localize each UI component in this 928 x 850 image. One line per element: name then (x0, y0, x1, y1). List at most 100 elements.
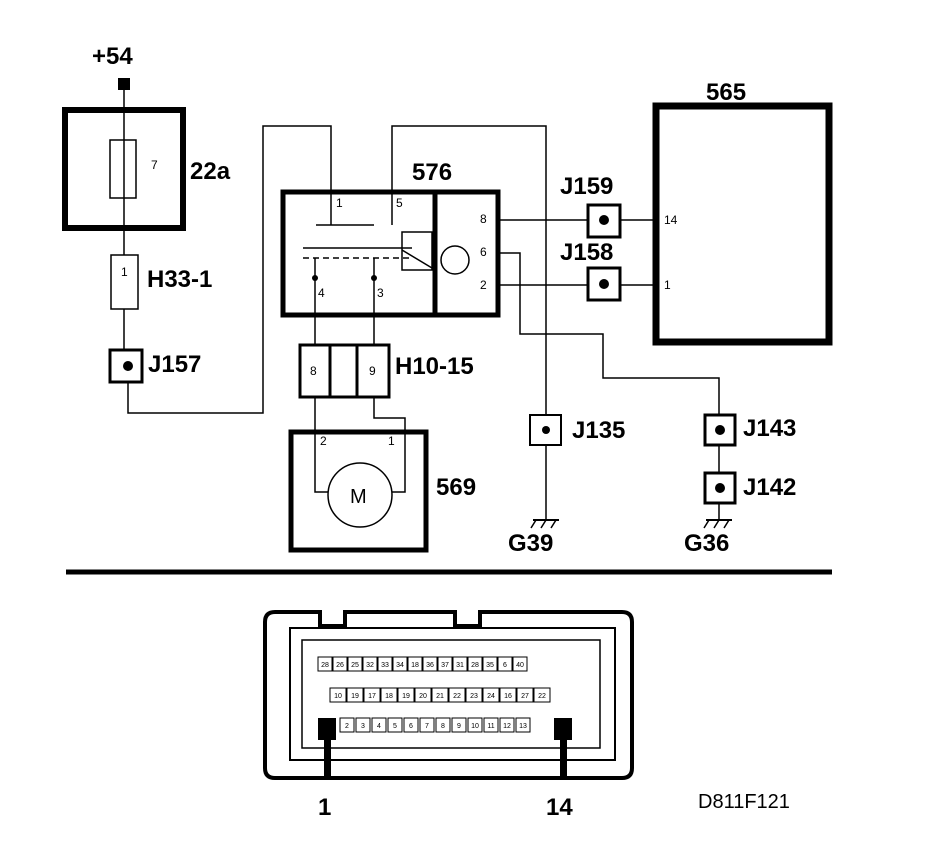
label-h33-pin: 1 (121, 265, 128, 279)
label-motor-pin1: 1 (388, 434, 395, 448)
connector-pin-label: 28 (321, 662, 329, 669)
connector-pin-label: 28 (471, 662, 479, 669)
connector-pin14-block (554, 718, 572, 740)
connector-pin-cell (317, 656, 333, 672)
connector-pin-cell (422, 656, 438, 672)
label-j135: J135 (572, 417, 625, 444)
connector-pin-cell (332, 656, 348, 672)
connector-pin-label: 25 (351, 662, 359, 669)
connector-pin-cell (467, 717, 483, 733)
label-576: 576 (412, 159, 452, 186)
connector-pin-cell (497, 656, 513, 672)
connector-pin-cell (392, 656, 408, 672)
connector-pin-cell (397, 687, 415, 703)
connector-pin-cell (371, 717, 387, 733)
connector-pin-cell (363, 687, 381, 703)
connector-pin-cell (355, 717, 371, 733)
connector-pin1-block (318, 718, 336, 740)
label-connector-pin14: 14 (546, 794, 573, 821)
connector-pin-label: 10 (334, 693, 342, 700)
connector-h33-1 (110, 254, 139, 310)
connector-pin-cell (329, 687, 347, 703)
connector-pin-label: 18 (411, 662, 419, 669)
label-j157: J157 (148, 351, 201, 378)
fuse-7 (109, 139, 137, 199)
connector-pin-cell (533, 687, 551, 703)
connector-pin-cell (467, 656, 483, 672)
connector-housing (263, 610, 634, 780)
connector-pin-cell (437, 656, 453, 672)
connector-pin-cell (448, 687, 466, 703)
connector-pin-label: 22 (538, 693, 546, 700)
label-22a: 22a (190, 158, 231, 185)
connector-pin-cell (515, 717, 531, 733)
connector-pin-label: 3 (361, 723, 365, 730)
connector-pin-cell (431, 687, 449, 703)
label-565: 565 (706, 79, 746, 106)
connector-pin-label: 32 (366, 662, 374, 669)
connector-pin-cell (512, 656, 528, 672)
connector-pin-cell (452, 656, 468, 672)
label-j158: J158 (560, 239, 613, 266)
supply-terminal-icon (118, 78, 130, 90)
junction-j157 (108, 348, 144, 384)
label-relay-pin5: 5 (396, 196, 403, 210)
connector-pin-label: 9 (457, 723, 461, 730)
connector-pin-label: 6 (409, 723, 413, 730)
label-supply: +54 (92, 43, 133, 70)
label-relay-pin8: 8 (480, 212, 487, 226)
connector-pin-cell (403, 717, 419, 733)
label-569: 569 (436, 474, 476, 501)
label-j143: J143 (743, 415, 796, 442)
connector-pin-label: 40 (516, 662, 524, 669)
connector-pin-label: 12 (503, 723, 511, 730)
label-h10-pin-right: 9 (369, 364, 376, 378)
connector-pin-cell (482, 687, 500, 703)
ground-g39-icon (530, 519, 559, 529)
label-h10-15: H10-15 (395, 353, 474, 380)
connector-pin-label: 6 (503, 662, 507, 669)
connector-pin-cell (419, 717, 435, 733)
motor-569-box (288, 429, 429, 553)
connector-pin-cell (482, 656, 498, 672)
connector-pin-cell (407, 656, 423, 672)
ecu-565 (652, 102, 833, 346)
connector-pin-cell (380, 687, 398, 703)
connector-pin-label: 16 (504, 693, 512, 700)
label-relay-pin1: 1 (336, 196, 343, 210)
connector-pin-label: 17 (368, 693, 376, 700)
connector-pin-label: 7 (425, 723, 429, 730)
connector-pin-label: 34 (396, 662, 404, 669)
connector-pin-label: 19 (402, 693, 410, 700)
diagram-code: D811F121 (698, 791, 790, 813)
connector-pin-label: 24 (487, 693, 495, 700)
connector-pin-label: 10 (471, 723, 479, 730)
connector-pin-cell (347, 656, 363, 672)
motor-m (327, 462, 393, 528)
connector-pin-label: 13 (519, 723, 527, 730)
ground-g36-icon (703, 519, 732, 529)
connector-h10-15 (298, 343, 391, 399)
label-relay-pin2: 2 (480, 278, 487, 292)
connector-pin-cell (465, 687, 483, 703)
label-g39: G39 (508, 530, 553, 557)
connector-pin-cell (339, 717, 355, 733)
label-relay-pin3: 3 (377, 286, 384, 300)
connector-pin-label: 22 (453, 693, 461, 700)
label-relay-pin4: 4 (318, 286, 325, 300)
connector-pin-label: 21 (436, 693, 444, 700)
connector-pin-label: 23 (470, 693, 478, 700)
connector-pin-label: 27 (521, 693, 529, 700)
connector-pin-label: 33 (381, 662, 389, 669)
label-motor-m: M (350, 486, 367, 508)
connector-pin-cell (377, 656, 393, 672)
connector-pin-label: 19 (351, 693, 359, 700)
connector-pin-cell (435, 717, 451, 733)
connector-pin-label: 26 (336, 662, 344, 669)
connector-pin-label: 31 (456, 662, 464, 669)
connector-pin-cell (499, 687, 517, 703)
label-h10-pin-left: 8 (310, 364, 317, 378)
connector-pin-label: 2 (345, 723, 349, 730)
